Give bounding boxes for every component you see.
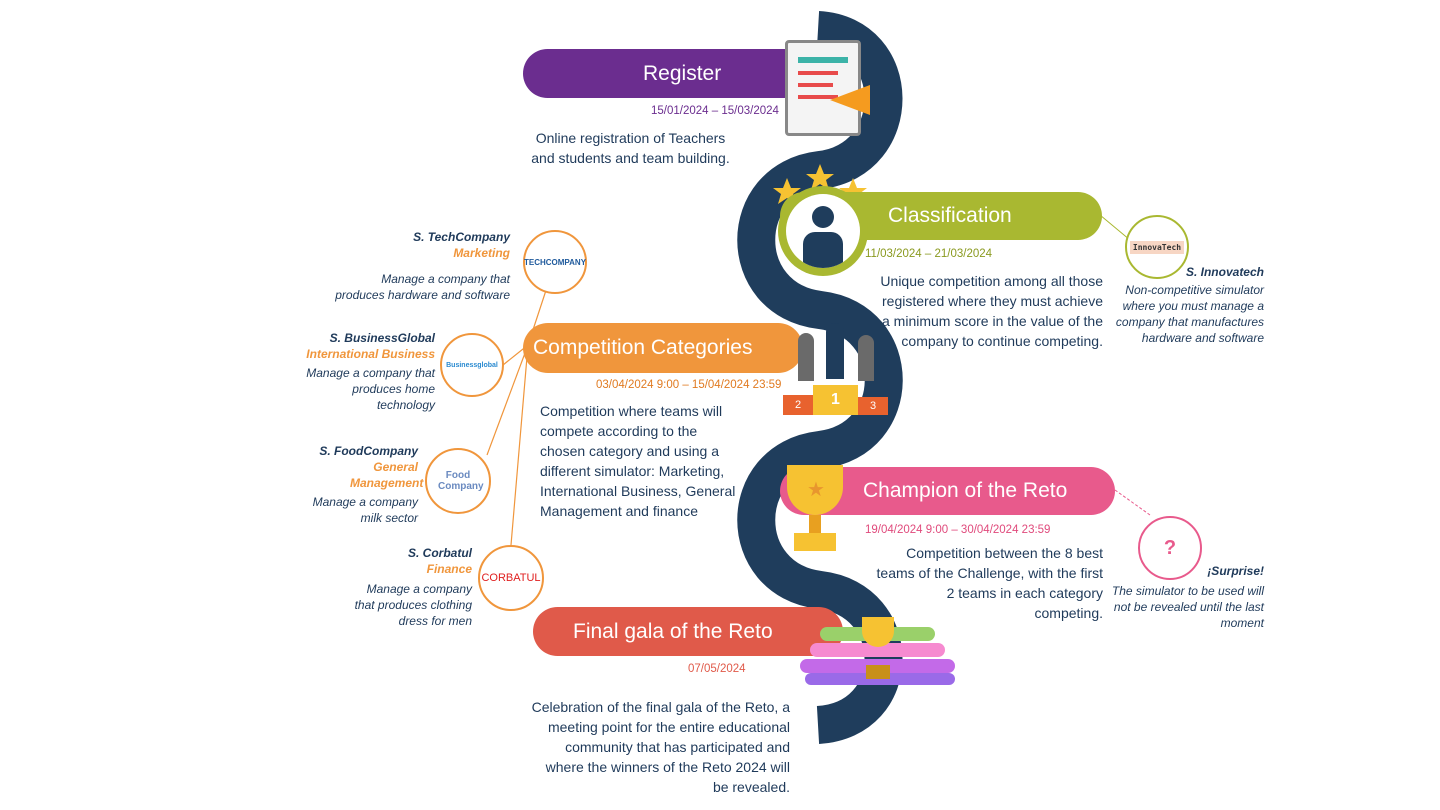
techcompany-logo[interactable]: TECHCOMPANY	[523, 230, 587, 294]
simulator-description: Manage a company milk sector	[312, 495, 418, 525]
simulator-name: S. Corbatul	[407, 546, 472, 560]
simulator-category: General Management	[350, 460, 424, 490]
stage-final-gala-date: 07/05/2024	[688, 663, 746, 675]
simulator-corbatul: S. Corbatul Finance Manage a company tha…	[350, 545, 472, 629]
stage-champion-date: 19/04/2024 9:00 – 30/04/2024 23:59	[865, 524, 1051, 536]
simulator-name: S. BusinessGlobal	[329, 331, 435, 345]
simulator-businessglobal: S. BusinessGlobal International Business…	[300, 330, 435, 413]
stage-champion-description: Competition between the 8 best teams of …	[876, 545, 1103, 621]
simulator-name: S. FoodCompany	[319, 444, 418, 458]
simulator-description: Manage a company that produces clothing …	[354, 582, 472, 628]
podium-icon: 2 1 3	[783, 385, 888, 415]
stage-title: Classification	[888, 204, 1012, 227]
stage-classification-description: Unique competition among all those regis…	[880, 273, 1103, 349]
podium-third: 3	[858, 397, 888, 415]
innovatech-connector	[1099, 214, 1131, 241]
user-icon	[778, 186, 868, 276]
podium-second: 2	[783, 395, 813, 415]
logo-text: TECHCOMPANY	[523, 257, 587, 267]
simulator-techcompany: S. TechCompany Marketing Manage a compan…	[330, 229, 510, 303]
simulator-name: S. TechCompany	[413, 230, 510, 244]
gala-ribbons-icon	[800, 617, 955, 687]
surprise-info: ¡Surprise! The simulator to be used will…	[1100, 563, 1264, 631]
surprise-description: The simulator to be used will not be rev…	[1111, 584, 1264, 630]
stage-title: Champion of the Reto	[863, 479, 1068, 502]
foodcompany-logo[interactable]: Food Company	[425, 448, 491, 514]
logo-text: Businessglobal	[446, 361, 498, 369]
simulator-category: Marketing	[453, 246, 510, 260]
stage-title: Register	[643, 61, 722, 85]
stage-categories-description: Competition where teams will compete acc…	[540, 403, 736, 519]
logo-text: Food Company	[438, 470, 484, 492]
trophy-icon: ★	[782, 465, 848, 555]
surprise-connector	[1114, 489, 1151, 516]
simulator-category: International Business	[306, 347, 435, 361]
podium-first: 1	[813, 385, 858, 415]
innovatech-logo: InnovaTech	[1125, 215, 1189, 279]
stage-register-date: 15/01/2024 – 15/03/2024	[651, 105, 779, 117]
winners-icon	[790, 315, 880, 385]
innovatech-info: S. Innovatech Non-competitive simulator …	[1110, 264, 1264, 346]
logo-text: CORBATUL	[481, 572, 541, 584]
corbatul-logo[interactable]: CORBATUL	[478, 545, 544, 611]
simulator-description: Manage a company that produces hardware …	[335, 272, 510, 302]
simulator-foodcompany: S. FoodCompany General Management Manage…	[300, 443, 424, 526]
simulator-description: Manage a company that produces home tech…	[306, 366, 435, 412]
innovatech-logo-text: InnovaTech	[1129, 240, 1185, 254]
stage-classification-date: 11/03/2024 – 21/03/2024	[865, 248, 993, 260]
surprise-circle: ?	[1138, 516, 1202, 580]
businessglobal-logo[interactable]: Businessglobal	[440, 333, 504, 397]
stage-register-description: Online registration of Teachers and stud…	[531, 130, 730, 166]
timeline-snake	[737, 11, 903, 744]
stage-register-bar: Register	[523, 49, 813, 98]
stage-title: Final gala of the Reto	[573, 619, 773, 643]
stage-final-gala-description: Celebration of the final gala of the Ret…	[531, 699, 790, 795]
megaphone-icon	[830, 85, 870, 115]
innovatech-description: Non-competitive simulator where you must…	[1115, 283, 1264, 345]
simulator-category: Finance	[426, 562, 472, 576]
surprise-name: ¡Surprise!	[1207, 564, 1264, 578]
innovatech-name: S. Innovatech	[1185, 265, 1264, 279]
stage-categories-date: 03/04/2024 9:00 – 15/04/2024 23:59	[596, 379, 782, 391]
question-icon: ?	[1163, 536, 1177, 559]
stage-categories-bar: Competition Categories	[523, 323, 803, 373]
stage-final-gala-bar: Final gala of the Reto	[533, 607, 843, 656]
stage-title: Competition Categories	[533, 336, 753, 359]
